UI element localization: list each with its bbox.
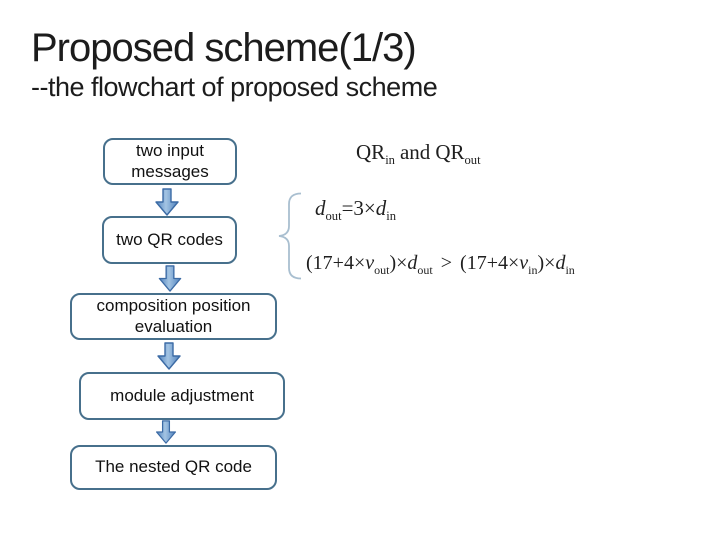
formula-text: and — [399, 140, 431, 164]
flow-box-label: module adjustment — [110, 385, 254, 405]
flow-box-label: two QR codes — [116, 229, 223, 249]
formula-text: QR — [435, 140, 465, 164]
formula-text: )× — [537, 252, 556, 274]
formula-subscript: in — [565, 263, 575, 277]
formula-subscript: in — [385, 153, 395, 168]
flow-box-label: The nested QR code — [95, 457, 252, 477]
flow-box-module-adjustment: module adjustment — [79, 372, 285, 420]
formula-subscript: in — [528, 263, 538, 277]
formula-operator: > — [440, 252, 453, 274]
formula-variable: d — [407, 252, 418, 274]
flow-box-two-input-messages: two input messages — [103, 138, 237, 185]
formula-variable: d — [555, 252, 566, 274]
flow-box-label: two input messages — [131, 140, 209, 181]
formula-variable: d — [375, 196, 387, 220]
flow-box-composition-position-evaluation: composition position evaluation — [70, 293, 277, 340]
formula-text: )× — [389, 252, 408, 274]
formula-dout-relation: dout=3×din — [315, 196, 397, 224]
down-arrow-icon — [155, 420, 177, 444]
formula-text: (17+4× — [460, 252, 520, 274]
flow-box-label: composition position evaluation — [96, 295, 251, 336]
formula-subscript: out — [417, 263, 433, 277]
down-arrow-icon — [158, 265, 182, 292]
formula-capacity-inequality: (17+4×vout)×dout>(17+4×vin)×din — [306, 252, 575, 277]
formula-subscript: out — [464, 153, 481, 168]
slide-title: Proposed scheme(1/3) — [31, 26, 417, 70]
formula-text: =3× — [341, 196, 376, 220]
formula-subscript: in — [386, 209, 397, 224]
formula-subscript: out — [325, 209, 342, 224]
formula-variable: d — [315, 196, 326, 220]
formula-variable: v — [365, 252, 375, 274]
formula-text: QR — [356, 140, 386, 164]
flow-box-the-nested-qr-code: The nested QR code — [70, 445, 277, 490]
slide-subtitle: --the flowchart of proposed scheme — [31, 72, 438, 102]
down-arrow-icon — [155, 188, 179, 216]
down-arrow-icon — [157, 342, 181, 370]
formula-text: (17+4× — [306, 252, 366, 274]
formula-subscript: out — [374, 263, 390, 277]
formula-variable: v — [519, 252, 529, 274]
flow-box-two-qr-codes: two QR codes — [102, 216, 237, 264]
left-brace-icon — [278, 192, 302, 280]
